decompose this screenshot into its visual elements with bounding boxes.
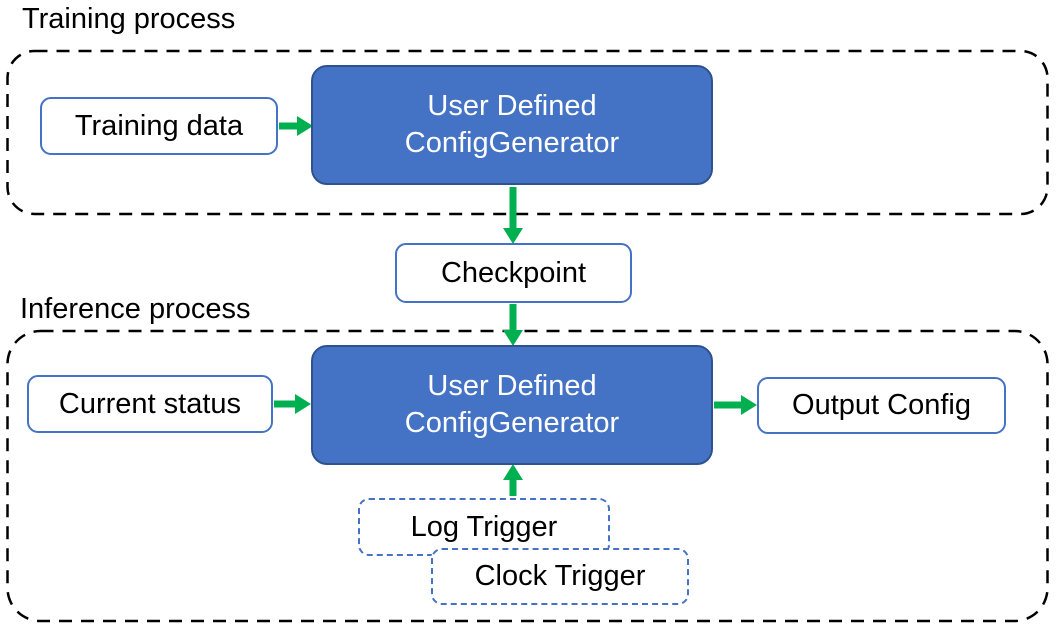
output-config-box: Output Config <box>757 377 1006 434</box>
output-config-label: Output Config <box>792 389 971 421</box>
current-status-label: Current status <box>58 387 242 420</box>
arrow-generator-to-output-config <box>714 395 757 415</box>
clock-trigger-label: Clock Trigger <box>474 560 646 592</box>
inference-generator-node: User Defined ConfigGenerator <box>311 345 713 465</box>
arrow-training-data-to-generator <box>279 116 313 136</box>
inference-process-container <box>6 329 1049 623</box>
clock-trigger-box: Clock Trigger <box>431 548 689 605</box>
arrow-triggers-to-generator <box>503 464 523 496</box>
arrow-generator-to-checkpoint <box>503 187 523 244</box>
arrow-head-icon <box>741 395 757 415</box>
arrow-current-status-to-generator <box>274 394 311 414</box>
log-trigger-label: Log Trigger <box>410 510 558 543</box>
training-generator-label-line1: User Defined <box>427 89 597 122</box>
arrow-head-icon <box>503 464 523 480</box>
current-status-box: Current status <box>27 375 273 433</box>
training-data-box: Training data <box>40 97 278 155</box>
training-data-label: Training data <box>74 109 244 142</box>
training-generator-label-line2: ConfigGenerator <box>404 127 620 159</box>
inference-process-label: Inference process <box>20 293 251 325</box>
arrow-checkpoint-to-generator <box>503 304 523 346</box>
arrow-head-icon <box>503 228 523 244</box>
arrow-head-icon <box>297 116 313 136</box>
inference-generator-label-line1: User Defined <box>427 369 597 402</box>
training-process-label: Training process <box>22 3 236 35</box>
training-generator-node: User Defined ConfigGenerator <box>311 65 713 185</box>
checkpoint-box: Checkpoint <box>395 243 632 303</box>
training-process-container <box>6 49 1049 216</box>
arrow-head-icon <box>295 394 311 414</box>
inference-generator-label-line2: ConfigGenerator <box>404 407 620 439</box>
checkpoint-label: Checkpoint <box>440 256 587 289</box>
arrow-head-icon <box>503 330 523 346</box>
